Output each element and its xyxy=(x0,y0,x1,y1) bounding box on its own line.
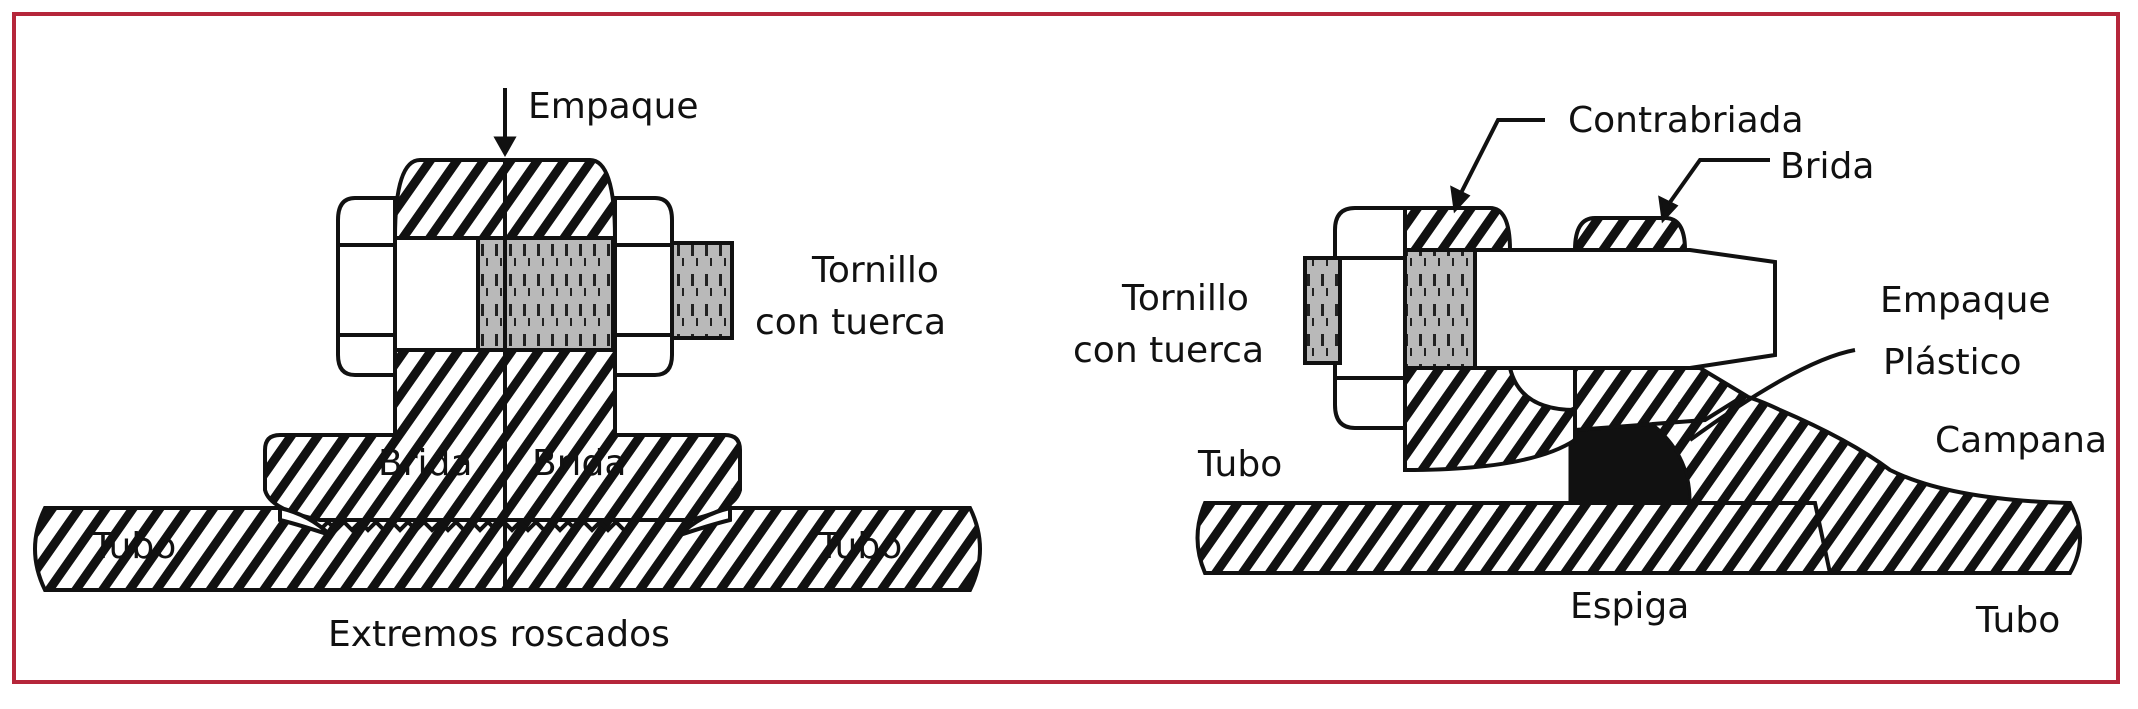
threaded-flange-joint xyxy=(33,88,982,592)
left-flange xyxy=(263,348,507,522)
brida-leader xyxy=(1666,158,1770,207)
extremos-caption: Extremos roscados xyxy=(328,614,670,655)
espiga-label: Espiga xyxy=(1570,586,1689,627)
empaque-plastico-label-2: Plástico xyxy=(1883,342,2021,383)
contrabriada-lower xyxy=(1403,366,1577,473)
tubo-label-left-1: Tubo xyxy=(91,526,176,567)
figure-frame xyxy=(12,12,2120,684)
left-bolt-threads xyxy=(476,236,615,352)
tubo-label-left-2: Tubo xyxy=(817,526,902,567)
empaque-plastico-label-1: Empaque xyxy=(1880,280,2051,321)
right-tornillo-label-2: con tuerca xyxy=(1073,330,1264,371)
right-bolt-threads xyxy=(1403,248,1477,370)
empaque-label: Empaque xyxy=(528,86,699,127)
empaque-leader xyxy=(1688,348,1856,442)
spigot-pipe xyxy=(1195,501,1833,575)
brida-label-left: Brida xyxy=(378,443,472,484)
left-bolt-shank xyxy=(393,236,480,352)
right-bolt-tail xyxy=(1303,256,1342,365)
tubo-label-right-1: Tubo xyxy=(1197,444,1282,485)
tubo-label-right-2: Tubo xyxy=(1975,600,2060,641)
campana-label: Campana xyxy=(1935,420,2107,461)
brida-label-right: Brida xyxy=(532,443,626,484)
left-tornillo-label-1: Tornillo xyxy=(811,250,939,291)
right-tornillo-label-1: Tornillo xyxy=(1121,278,1249,319)
left-bolt-tip xyxy=(670,241,734,340)
left-bolt-head xyxy=(336,196,397,377)
contrabriada-label: Contrabriada xyxy=(1568,100,1804,141)
left-nut xyxy=(613,196,674,377)
brida-label: Brida xyxy=(1780,146,1874,187)
contrabriada-leader xyxy=(1458,118,1545,196)
right-nut xyxy=(1333,206,1407,430)
left-tornillo-label-2: con tuerca xyxy=(755,302,946,343)
bell-spigot-joint xyxy=(1195,118,2082,575)
